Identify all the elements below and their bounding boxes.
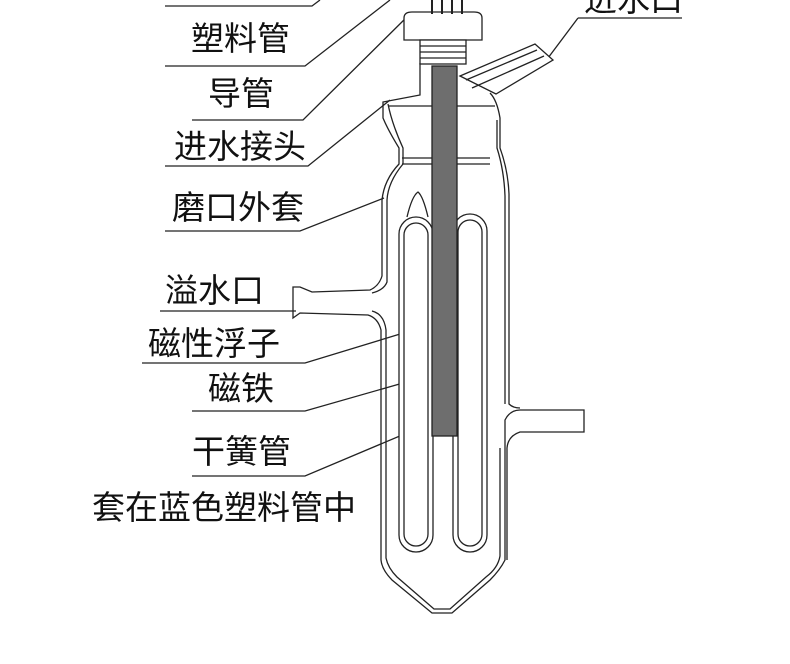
threaded-cap (403, 11, 483, 65)
leader-line-plastic-tube (165, 0, 391, 67)
glass-collar (292, 63, 585, 614)
leader-line-water-inlet-diag (547, 17, 579, 59)
float-chambers (398, 191, 488, 553)
label-ground-outer-sleeve: 磨口外套 (172, 188, 304, 227)
guide-tube (431, 65, 458, 437)
leader-line-guide-tube (192, 11, 413, 121)
label-reed-switch-tube: 干簧管 (192, 432, 291, 471)
float-left-inner (403, 222, 429, 547)
label-plastic-tube: 塑料管 (191, 19, 290, 58)
inlet-tube-inner (465, 49, 538, 81)
label-overflow-port: 溢水口 (165, 271, 264, 310)
inlet-tube-inner2 (471, 55, 545, 89)
label-water-inlet-fitting: 进水接头 (174, 127, 306, 166)
label-guide-tube: 导管 (208, 74, 274, 113)
float-right-inner (457, 219, 483, 547)
leader-line-ground-sleeve (165, 197, 385, 232)
leader-line-top (165, 0, 321, 7)
cap-top (403, 11, 483, 41)
leader-line-magnetic-float (142, 330, 411, 364)
leader-lines (142, 0, 682, 477)
leader-line-water-inlet-fitting (165, 99, 391, 167)
glass-inner-left-lower (371, 310, 501, 610)
leader-line-reed-switch (192, 421, 434, 477)
label-water-inlet: 进水口 (584, 0, 683, 16)
label-sleeve-note: 套在蓝色塑料管中 (92, 488, 356, 527)
inlet-tube (458, 43, 555, 95)
glass-right-wall (489, 92, 521, 409)
label-magnetic-float: 磁性浮子 (148, 324, 280, 363)
glass-inner-left (371, 103, 404, 294)
cables (431, 0, 463, 14)
label-magnet: 磁铁 (208, 369, 274, 408)
float-left-cap (406, 191, 429, 218)
glass-inner-right (496, 120, 506, 404)
leader-line-magnet (192, 380, 411, 412)
inlet-tube-body (458, 43, 555, 95)
